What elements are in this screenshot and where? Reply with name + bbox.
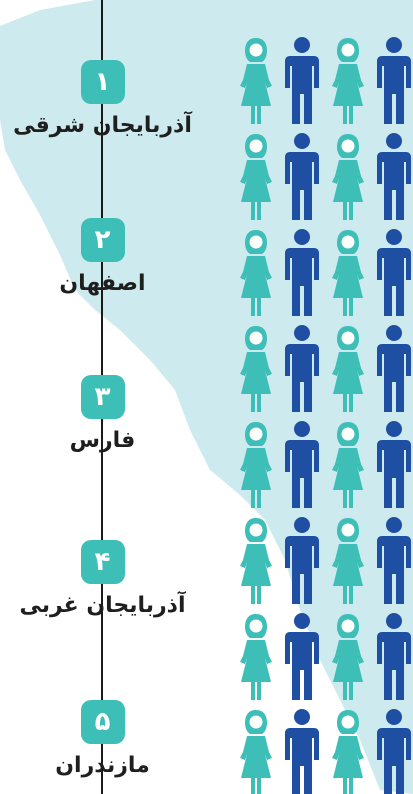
male-person-icon [282, 516, 322, 606]
male-person-icon [374, 324, 413, 414]
male-person-icon [282, 612, 322, 702]
male-person-icon [282, 132, 322, 222]
rank-item-1: ۱ آذربایجان شرقی [0, 60, 205, 142]
rank-item-3: ۳ فارس [0, 375, 205, 457]
female-person-icon [236, 228, 276, 318]
rank-badge-3: ۳ [80, 375, 125, 419]
male-person-icon [374, 228, 413, 318]
rank-label-5: مازندران [55, 753, 150, 778]
female-person-icon [236, 324, 276, 414]
male-person-icon [374, 36, 413, 126]
male-person-icon [282, 228, 322, 318]
rank-item-5: ۵ مازندران [0, 700, 205, 782]
rank-badge-4: ۴ [80, 540, 125, 584]
male-person-icon [374, 132, 413, 222]
female-person-icon [328, 612, 368, 702]
male-person-icon [374, 420, 413, 510]
female-person-icon [236, 708, 276, 794]
rank-label-4: آذربایجان غربی [19, 593, 186, 618]
female-person-icon [236, 132, 276, 222]
female-person-icon [236, 516, 276, 606]
female-person-icon [328, 420, 368, 510]
rank-label-2: اصفهان [59, 271, 146, 296]
male-person-icon [374, 516, 413, 606]
female-person-icon [236, 420, 276, 510]
male-person-icon [374, 708, 413, 794]
female-person-icon [236, 612, 276, 702]
rank-label-3: فارس [69, 428, 136, 453]
male-person-icon [282, 324, 322, 414]
male-person-icon [282, 36, 322, 126]
rank-badge-5: ۵ [80, 700, 125, 744]
rank-item-2: ۲ اصفهان [0, 218, 205, 300]
female-person-icon [328, 132, 368, 222]
female-person-icon [328, 324, 368, 414]
rank-label-1: آذربایجان شرقی [13, 113, 192, 138]
rank-item-4: ۴ آذربایجان غربی [0, 540, 205, 622]
male-person-icon [282, 708, 322, 794]
female-person-icon [328, 36, 368, 126]
female-person-icon [328, 228, 368, 318]
people-grid [232, 36, 413, 794]
female-person-icon [328, 516, 368, 606]
male-person-icon [374, 612, 413, 702]
male-person-icon [282, 420, 322, 510]
female-person-icon [236, 36, 276, 126]
rank-badge-2: ۲ [80, 218, 125, 262]
rank-badge-1: ۱ [80, 60, 125, 104]
female-person-icon [328, 708, 368, 794]
